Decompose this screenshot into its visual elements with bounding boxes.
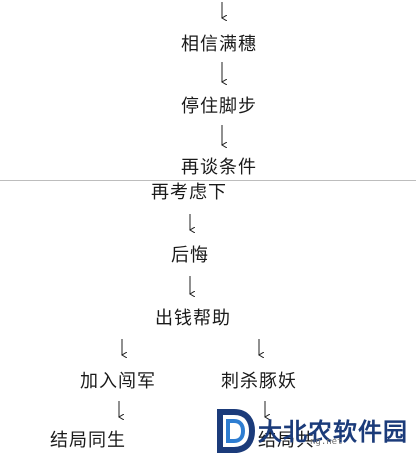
node-renegotiate: 再谈条件: [181, 157, 257, 178]
watermark: 大北农软件园 ng.net: [214, 404, 416, 457]
node-ending-same-life: 结局同生: [50, 430, 126, 451]
node-reconsider: 再考虑下: [151, 182, 227, 203]
node-pay-help: 出钱帮助: [155, 308, 231, 329]
watermark-brand: 大北农软件园: [258, 418, 408, 446]
watermark-logo-icon: [217, 409, 256, 453]
node-trust-mansui: 相信满穗: [181, 34, 257, 55]
watermark-url: ng.net: [310, 437, 343, 447]
node-join-chuangjun: 加入闯军: [80, 371, 156, 392]
section-divider: [0, 180, 416, 181]
node-stop-walking: 停住脚步: [181, 96, 257, 117]
node-regret: 后悔: [171, 245, 209, 266]
node-kill-zhuyao: 刺杀豚妖: [221, 371, 297, 392]
node-ending-partial: 结局共: [258, 430, 315, 451]
